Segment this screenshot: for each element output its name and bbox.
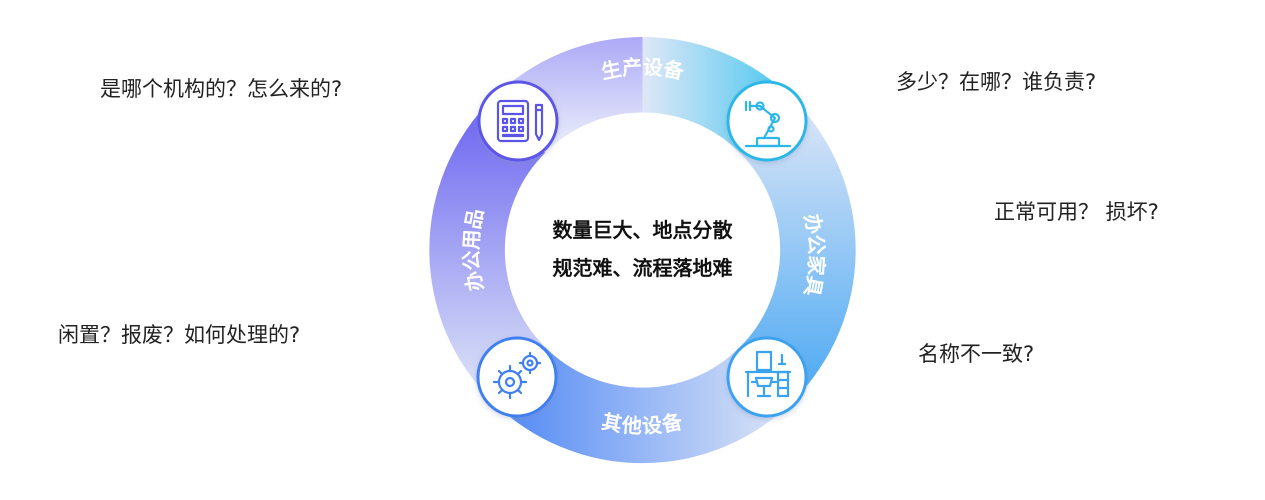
ring-center [505, 113, 780, 387]
question-bottom-right: 名称不一致? [918, 342, 1035, 366]
gears-icon [492, 351, 542, 400]
robot-arm-icon [744, 100, 792, 148]
ring-segment-furniture [739, 99, 856, 401]
robot-arm-badge [726, 80, 808, 162]
office-desk-icon [744, 350, 792, 398]
center-line-2: 规范难、流程落地难 [553, 256, 733, 280]
gears-badge [476, 336, 558, 418]
question-top-right: 多少？在哪？谁负责? [896, 70, 1097, 94]
question-bottom-left: 闲置？报废？如何处理的? [58, 323, 301, 347]
center-line-1: 数量巨大、地点分散 [553, 218, 734, 242]
calculator-icon [496, 99, 544, 143]
question-mid-right: 正常可用？ 损坏? [994, 200, 1159, 224]
ring-segment-other [491, 347, 794, 464]
question-top-left: 是哪个机构的？怎么来的? [100, 77, 343, 101]
ring-segment-supplies [429, 99, 546, 401]
